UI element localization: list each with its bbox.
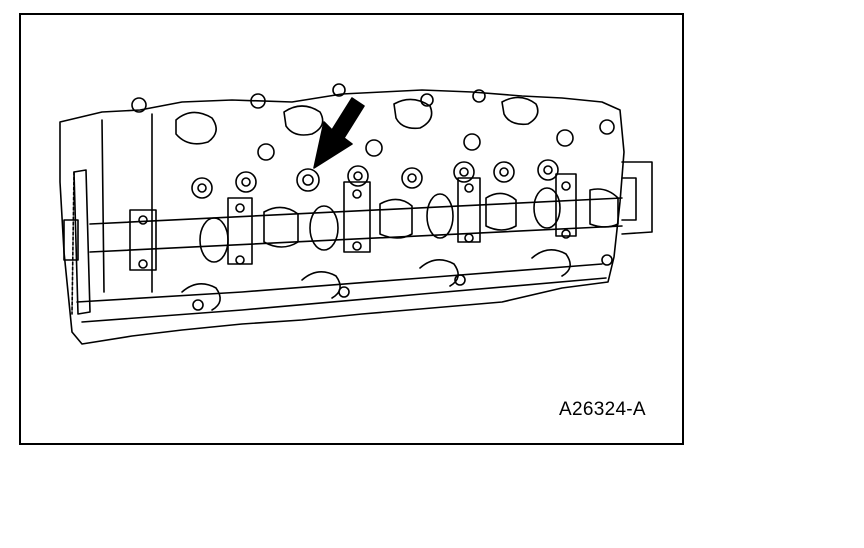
lower-casting <box>181 249 613 311</box>
cylinder-head-outline <box>59 89 625 345</box>
indicator-arrow <box>313 97 365 169</box>
cylinder-head-camshaft-illustration <box>59 83 653 345</box>
camshaft-nose <box>621 161 653 235</box>
camshaft-sprocket <box>63 169 91 315</box>
bearing-caps <box>129 173 577 271</box>
head-bosses <box>131 83 615 161</box>
illustration-frame: A26324-A <box>19 13 684 445</box>
figure-id: A26324-A <box>559 399 646 420</box>
rocker-bolts <box>191 159 559 199</box>
